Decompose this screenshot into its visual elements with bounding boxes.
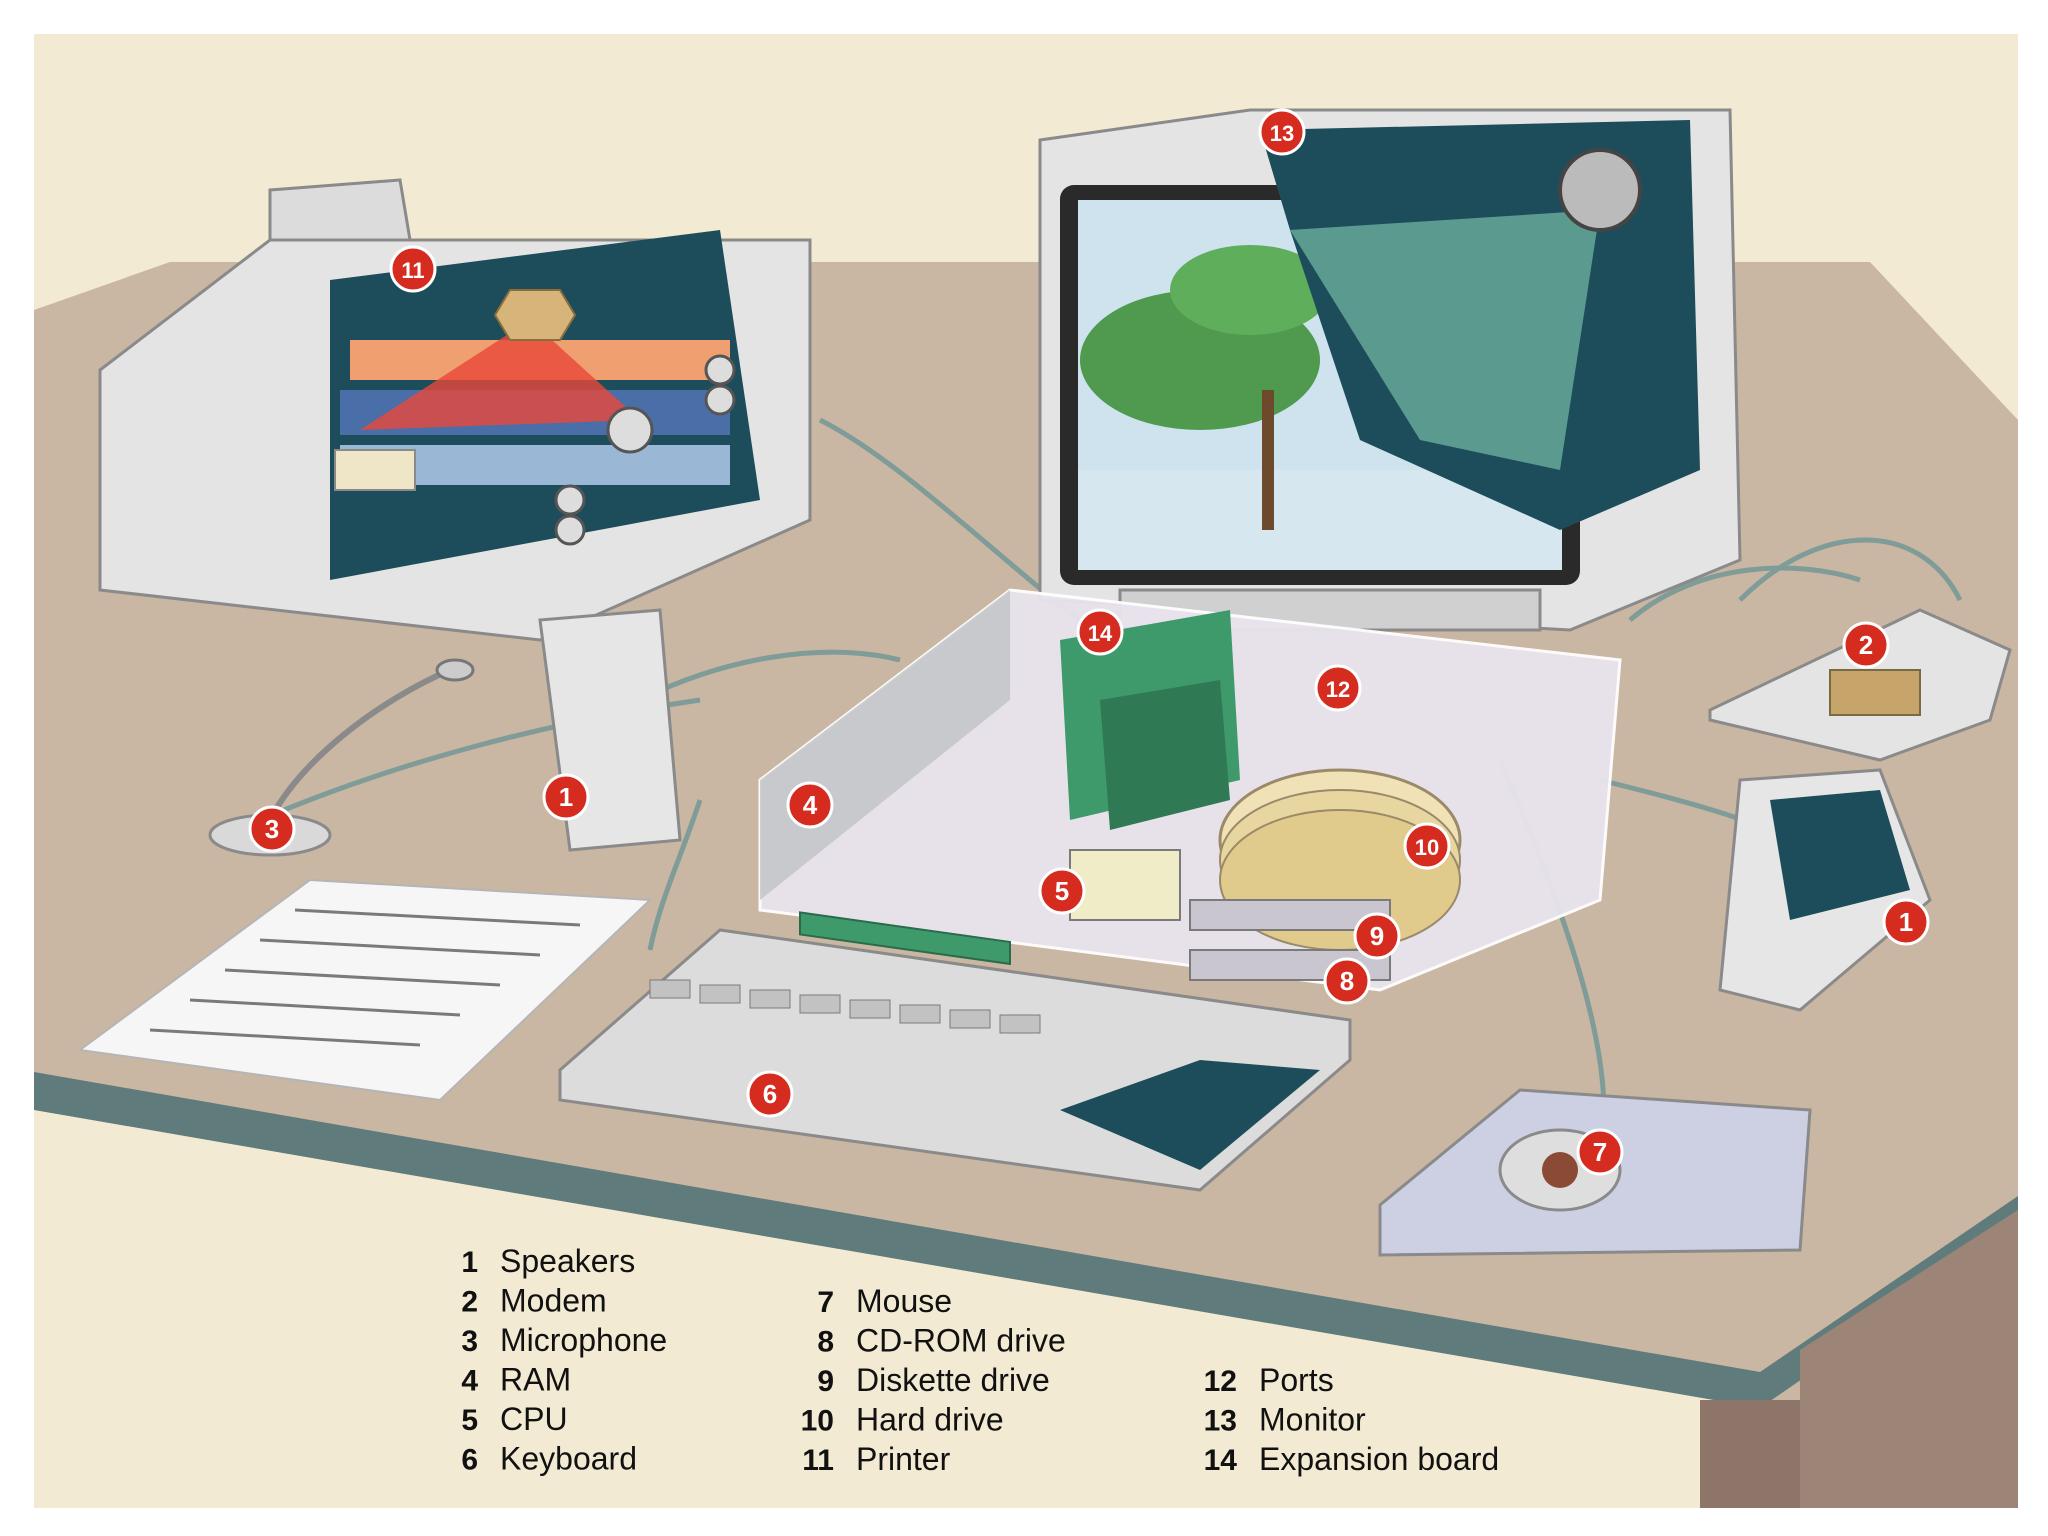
- legend-label: CD-ROM drive: [856, 1323, 1066, 1359]
- callout-number: 10: [1415, 835, 1439, 860]
- callout-number: 4: [803, 790, 818, 820]
- legend-number: 9: [817, 1365, 834, 1398]
- callout-speaker-right: 1: [1882, 898, 1930, 946]
- legend-label: Keyboard: [500, 1441, 637, 1477]
- callout-number: 13: [1270, 121, 1294, 146]
- legend-number: 1: [461, 1246, 478, 1279]
- microphone-illustration: [208, 658, 475, 857]
- modem-illustration: [1708, 608, 2012, 762]
- legend-label: RAM: [500, 1362, 571, 1398]
- legend-number: 4: [461, 1365, 478, 1398]
- callout-number: 8: [1340, 966, 1354, 996]
- legend-number: 2: [461, 1286, 478, 1319]
- callout-badge: [248, 805, 296, 853]
- callout-cd-rom-drive: 8: [1323, 957, 1371, 1005]
- callout-number: 7: [1593, 1137, 1607, 1167]
- callout-cpu: 5: [1038, 867, 1086, 915]
- desk-leg: [1700, 1400, 1800, 1508]
- legend-number: 5: [461, 1404, 478, 1437]
- callout-badge: [1576, 1128, 1624, 1176]
- legend-label: Ports: [1259, 1362, 1334, 1398]
- legend-label: Expansion board: [1259, 1441, 1499, 1477]
- callout-badge: [1353, 912, 1401, 960]
- callout-badge: [1842, 621, 1890, 669]
- paper-illustration: [77, 878, 653, 1102]
- legend-label: Speakers: [500, 1243, 635, 1279]
- desk-side: [1800, 1210, 2018, 1508]
- legend-label: Modem: [500, 1283, 607, 1319]
- legend-number: 11: [802, 1444, 834, 1477]
- legend-number: 13: [1204, 1405, 1237, 1438]
- callout-hard-drive: 10: [1403, 822, 1451, 870]
- legend-number: 8: [817, 1326, 834, 1359]
- callout-badge: [389, 245, 437, 293]
- legend: 1 Speakers 2 Modem 3 Microphone 4 RAM 5 CPU 6 Keybo…: [461, 1243, 1499, 1477]
- callout-monitor: 13: [1258, 108, 1306, 156]
- callout-badge: [1314, 664, 1362, 712]
- legend-label: Printer: [856, 1441, 951, 1477]
- legend-label: Monitor: [1259, 1402, 1366, 1438]
- callout-ports: 12: [1314, 664, 1362, 712]
- legend-number: 12: [1204, 1365, 1237, 1398]
- callout-badge: [1038, 867, 1086, 915]
- callout-badge: [1323, 957, 1371, 1005]
- legend-number: 7: [817, 1286, 834, 1319]
- callout-badge: [1076, 608, 1124, 656]
- legend-label: Hard drive: [856, 1402, 1004, 1438]
- callout-ram: 4: [786, 781, 834, 829]
- printer-illustration: [98, 178, 812, 642]
- legend-number: 3: [461, 1325, 478, 1358]
- callout-number: 5: [1055, 876, 1069, 906]
- keyboard-illustration: [558, 928, 1352, 1192]
- callout-badge: [746, 1070, 794, 1118]
- callout-expansion-board: 14: [1076, 608, 1124, 656]
- callout-badge: [1882, 898, 1930, 946]
- callout-number: 1: [559, 782, 573, 812]
- callout-number: 12: [1326, 677, 1350, 702]
- legend-number: 14: [1204, 1444, 1238, 1477]
- callout-number: 1: [1899, 907, 1913, 937]
- callout-number: 11: [401, 258, 424, 283]
- callout-number: 2: [1859, 630, 1873, 660]
- legend-label: Mouse: [856, 1283, 952, 1319]
- callout-badge: [786, 781, 834, 829]
- callout-printer: 11: [389, 245, 437, 293]
- legend-number: 10: [801, 1405, 834, 1438]
- right-speaker-illustration: [1718, 768, 1932, 1012]
- callout-modem: 2: [1842, 621, 1890, 669]
- callout-speaker-left: 1: [542, 773, 590, 821]
- callout-number: 6: [763, 1079, 777, 1109]
- callout-mouse: 7: [1576, 1128, 1624, 1176]
- legend-label: CPU: [500, 1401, 568, 1437]
- callout-number: 14: [1088, 621, 1113, 646]
- callout-badge: [1258, 108, 1306, 156]
- callout-keyboard: 6: [746, 1070, 794, 1118]
- monitor-illustration: [1038, 108, 1742, 632]
- callout-diskette-drive: 9: [1353, 912, 1401, 960]
- legend-label: Microphone: [500, 1322, 667, 1358]
- callout-microphone: 3: [248, 805, 296, 853]
- callout-badge: [1403, 822, 1451, 870]
- callout-badge: [542, 773, 590, 821]
- legend-number: 6: [461, 1444, 478, 1477]
- legend-label: Diskette drive: [856, 1362, 1050, 1398]
- callout-number: 9: [1370, 921, 1384, 951]
- callout-number: 3: [265, 814, 279, 844]
